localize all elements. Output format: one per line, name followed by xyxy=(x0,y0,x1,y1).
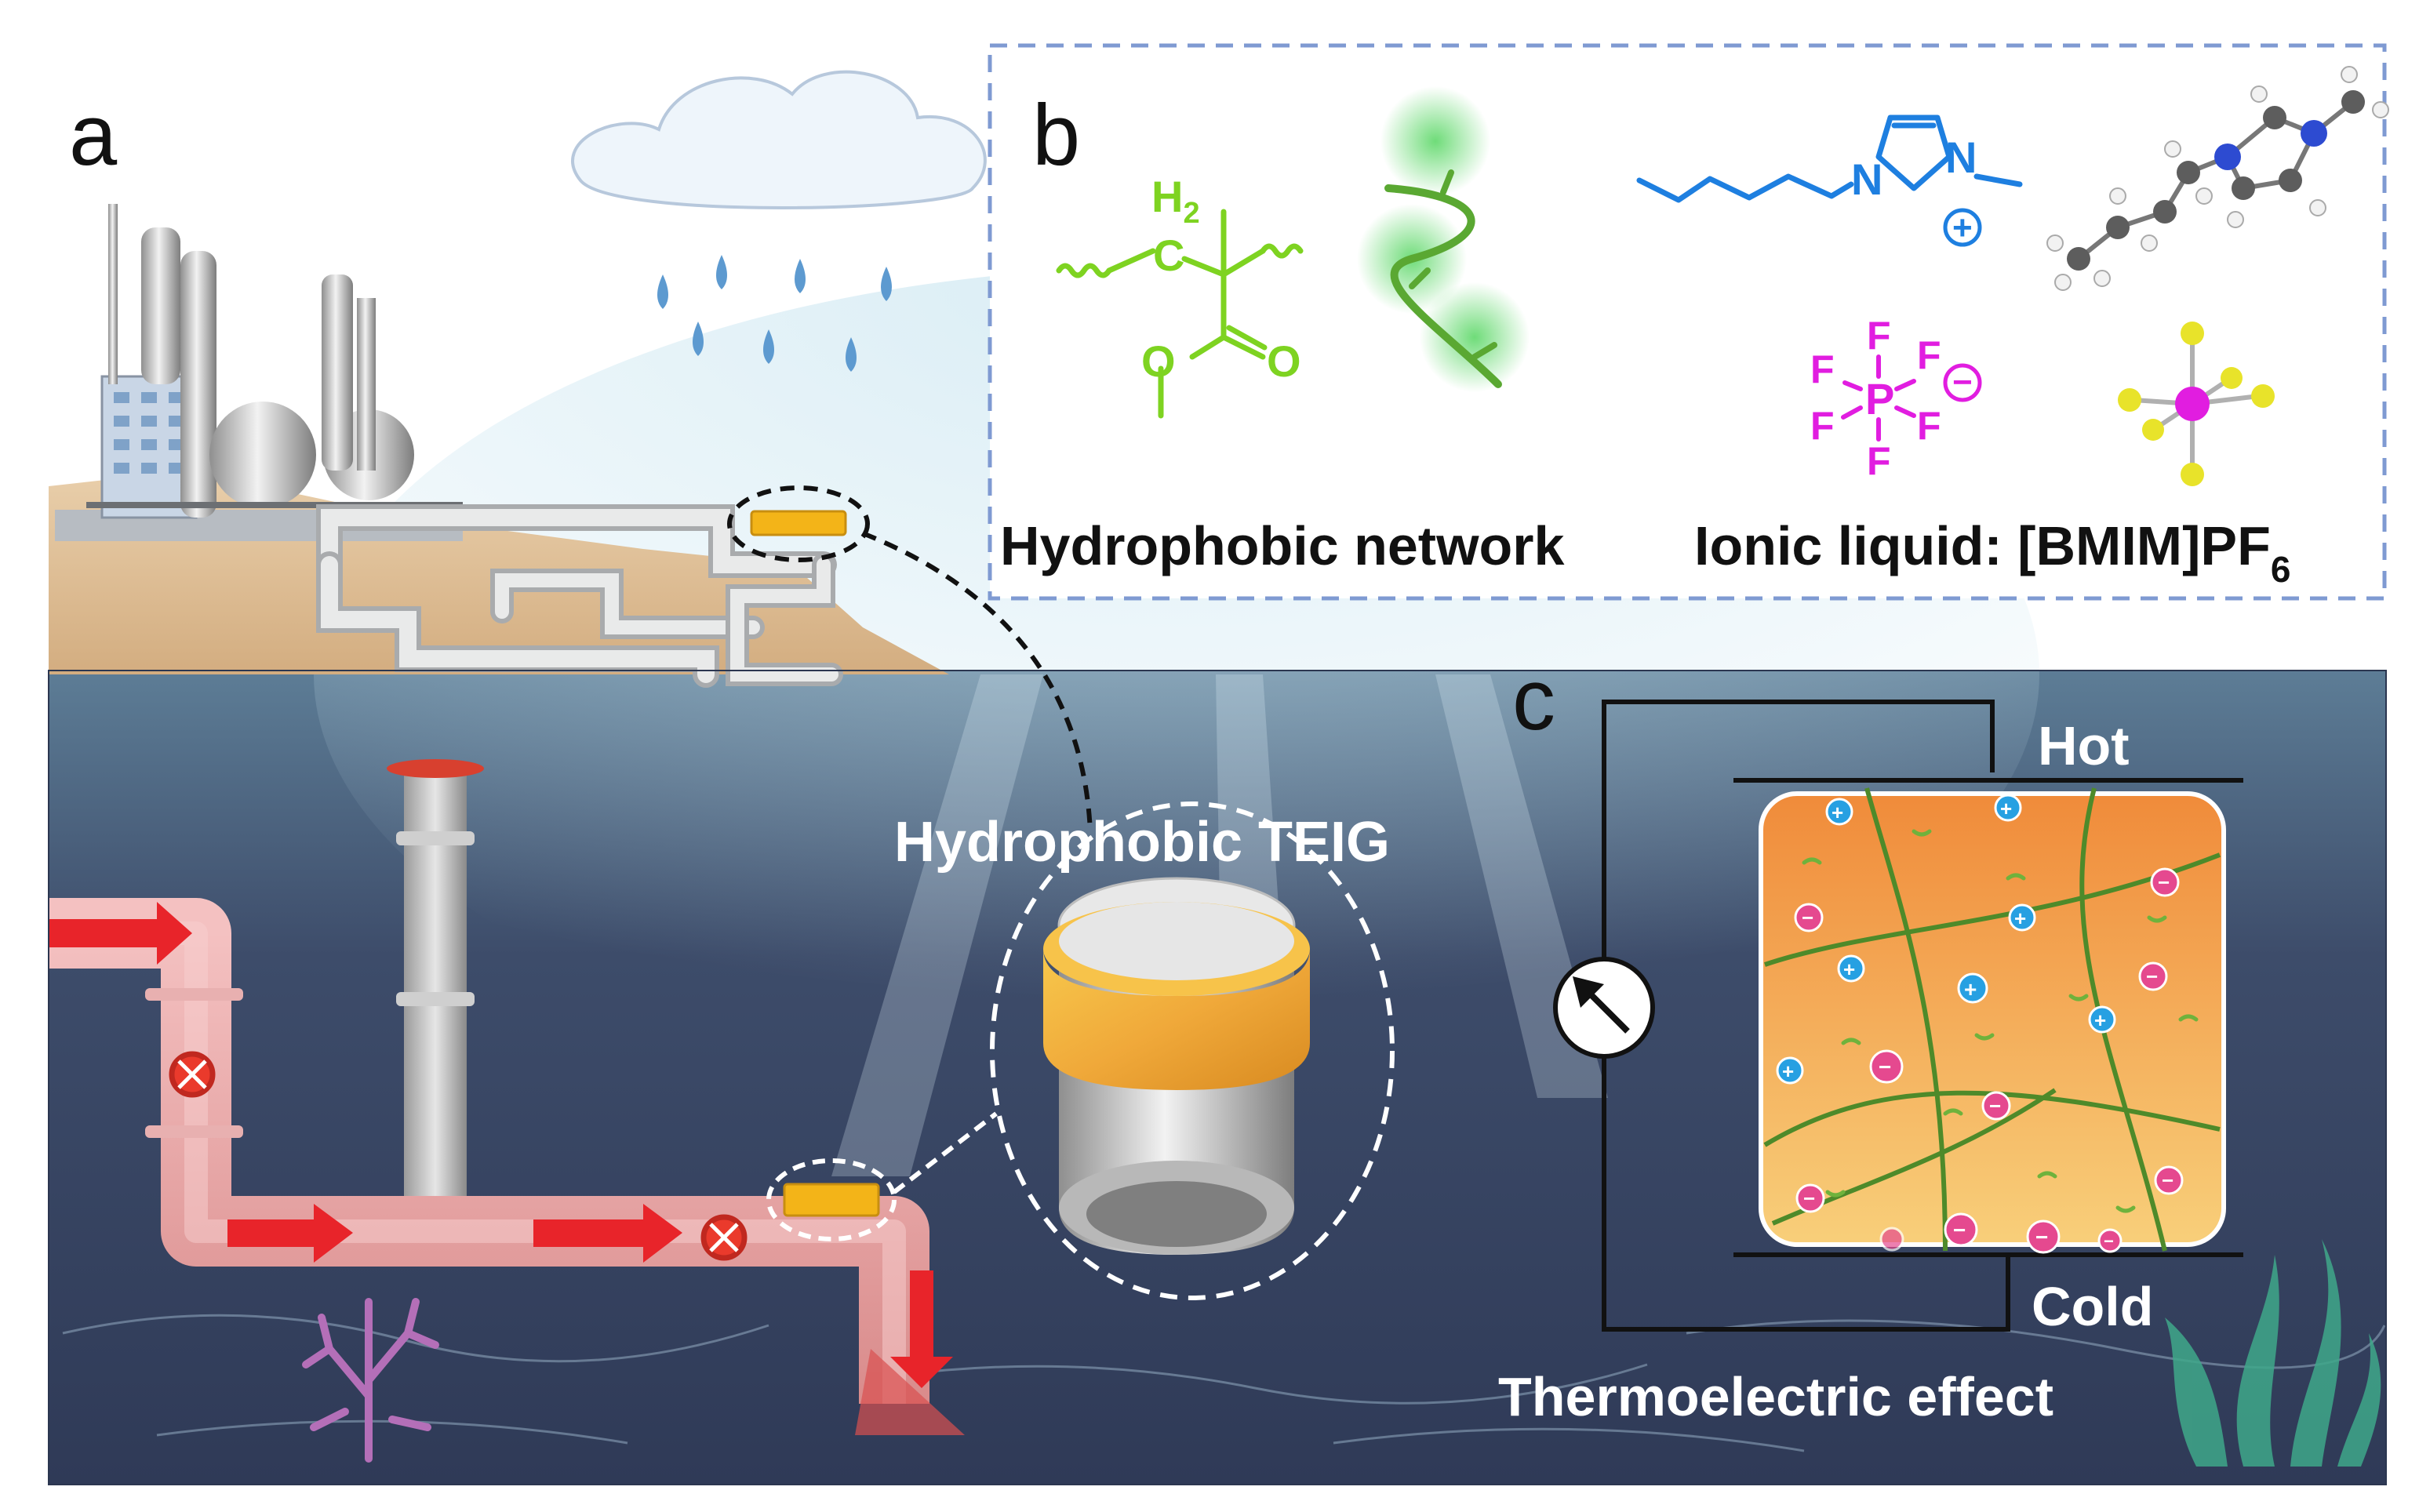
teig-tube-icon xyxy=(1043,877,1310,1255)
anion-particle: − xyxy=(1795,1183,1825,1213)
cation-particle: + xyxy=(1994,794,2022,822)
gel-block xyxy=(1759,791,2226,1247)
vertical-grey-pipe xyxy=(387,759,484,1212)
caustic-lines xyxy=(62,1314,2386,1452)
anion-particle: − xyxy=(2154,1165,2184,1195)
anions: − − − − − − − − − − xyxy=(1794,867,2184,1254)
thermoelectric-effect-label: Thermoelectric effect xyxy=(1498,1366,2053,1427)
cation-particle: + xyxy=(1825,798,1853,826)
pf6-anion-structure xyxy=(1841,354,1916,442)
bmim-ball-stick-model xyxy=(2046,66,2389,291)
cation-particle: + xyxy=(1776,1056,1804,1085)
callout-connector-bottom xyxy=(893,1111,998,1194)
polymer-chain-icon xyxy=(1357,86,1530,392)
anion-particle: − xyxy=(2026,1219,2061,1254)
anion-particle: − xyxy=(1981,1091,2011,1121)
cations: + + + + + + + xyxy=(1776,794,2116,1085)
factory-icon xyxy=(55,204,463,541)
anion-particle: − xyxy=(2150,867,2180,897)
flow-arrow-1 xyxy=(49,902,192,965)
valve-icon xyxy=(169,1051,748,1261)
anion-particle: − xyxy=(1944,1212,1978,1247)
svg-text:−: − xyxy=(1989,1094,2001,1118)
panel-a-letter: a xyxy=(69,87,118,184)
svg-text:−: − xyxy=(2162,1169,2173,1192)
polymer-network-lines xyxy=(1763,787,2221,1252)
circuit-wire xyxy=(1602,700,2010,1332)
callout-ellipse-large xyxy=(990,801,1395,1300)
anion-p: P xyxy=(1865,374,1894,423)
cation-plus: + xyxy=(1952,209,1973,247)
hydrophobic-teig-label: Hydrophobic TEIG xyxy=(894,811,1390,874)
anion-particle: − xyxy=(1869,1049,1904,1084)
svg-text:−: − xyxy=(1879,1055,1891,1079)
coral-icon xyxy=(302,1298,439,1463)
monomer-h2: H2 xyxy=(1151,172,1200,230)
monomer-labels: H2 C O O xyxy=(1141,172,1301,386)
svg-text:−: − xyxy=(2035,1225,2048,1249)
svg-text:+: + xyxy=(2000,797,2012,820)
svg-text:−: − xyxy=(1803,1187,1815,1210)
seaweed-icon xyxy=(2165,1239,2381,1467)
svg-text:+: + xyxy=(2094,1009,2106,1032)
teig-band-underwater xyxy=(783,1183,880,1217)
bmim-cation-structure xyxy=(1636,114,2023,203)
cation-n1: N xyxy=(1851,154,1882,204)
anion-f-upper-left: F xyxy=(1810,347,1835,391)
svg-text:+: + xyxy=(1843,958,1855,981)
cation-n2: N xyxy=(1945,133,1977,182)
flow-arrow-2 xyxy=(227,1204,353,1263)
ammeter-icon xyxy=(1553,957,1655,1059)
anion-f-lower-left: F xyxy=(1810,404,1835,448)
anion-particle: − xyxy=(2138,961,2168,991)
sea-frame xyxy=(48,670,2387,1485)
svg-text:+: + xyxy=(1782,1059,1794,1083)
cation-particle: + xyxy=(2008,903,2036,932)
callout-ellipse-underwater xyxy=(766,1158,897,1241)
land-pipes xyxy=(316,504,843,688)
panel-b-letter: b xyxy=(1032,87,1080,184)
anion-f-bottom: F xyxy=(1867,439,1891,483)
anion-particle xyxy=(1879,1227,1904,1252)
hot-label: Hot xyxy=(2038,715,2130,776)
ionic-liquid-label: Ionic liquid: [BMIM]PF6 xyxy=(1694,515,2290,590)
svg-text:−: − xyxy=(2146,965,2158,988)
anion-particle: − xyxy=(1794,903,1824,932)
bmim-cation-labels: N N + xyxy=(1851,133,1982,247)
anion-f-top: F xyxy=(1867,314,1891,358)
svg-text:−: − xyxy=(2158,870,2170,894)
anion-f-upper-right: F xyxy=(1917,333,1941,377)
cation-particle: + xyxy=(1957,972,1988,1004)
svg-text:−: − xyxy=(1802,906,1813,929)
rain-cloud-icon xyxy=(571,70,987,372)
teig-band-land xyxy=(750,510,847,536)
cation-particle: + xyxy=(1837,954,1865,983)
pf6-anion-labels: F F F P F F F − xyxy=(1810,314,1982,483)
flow-arrow-3 xyxy=(533,1204,682,1263)
svg-text:+: + xyxy=(1832,801,1843,824)
flow-arrows xyxy=(49,902,953,1388)
pf6-ball-stick-model xyxy=(2118,322,2275,486)
hydrophobic-network-label: Hydrophobic network xyxy=(1000,515,1565,576)
monomer-structure xyxy=(1056,209,1304,419)
anion-f-lower-right: F xyxy=(1917,404,1941,448)
svg-text:−: − xyxy=(1953,1218,1966,1242)
monomer-c: C xyxy=(1153,231,1184,280)
polymer-fragments xyxy=(1802,829,2199,1213)
flow-arrow-4 xyxy=(890,1270,953,1388)
monomer-o-carbonyl: O xyxy=(1267,336,1301,386)
panel-c-letter: c xyxy=(1512,652,1555,748)
anion-minus: − xyxy=(1952,363,1973,402)
callout-connector-top xyxy=(861,531,1093,832)
svg-text:+: + xyxy=(2014,907,2026,930)
monomer-o-ether: O xyxy=(1141,336,1176,386)
anion-particle: − xyxy=(2097,1228,2123,1253)
cold-label: Cold xyxy=(2032,1276,2154,1337)
svg-text:−: − xyxy=(2104,1231,2114,1251)
callout-ellipse-land xyxy=(727,485,870,562)
svg-text:+: + xyxy=(1964,977,1977,1001)
cation-particle: + xyxy=(2088,1005,2116,1034)
